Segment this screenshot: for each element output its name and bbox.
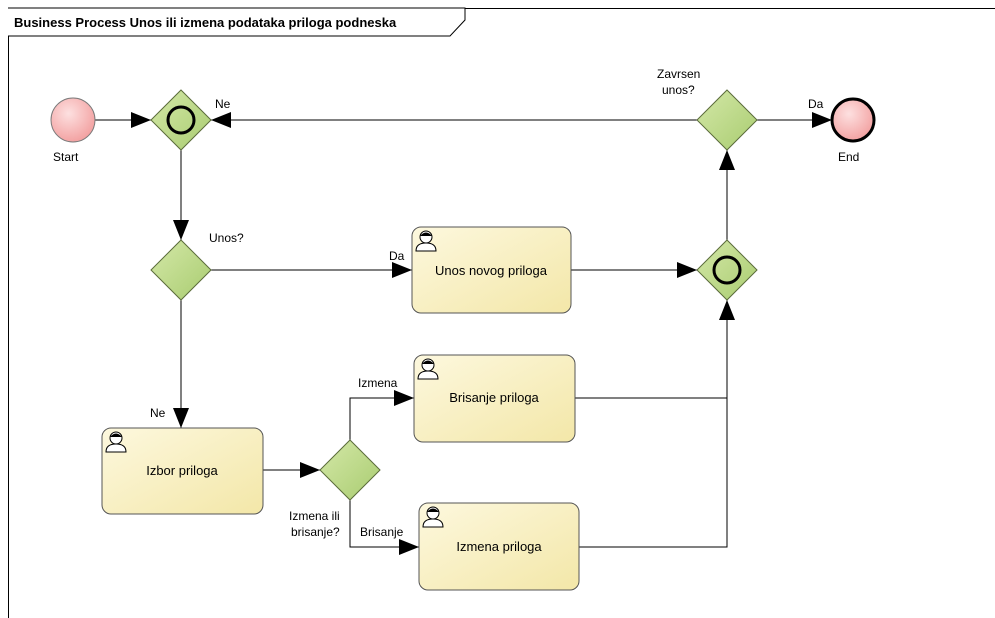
task-izmena-label: Izmena priloga xyxy=(456,539,542,554)
task-unos-label: Unos novog priloga xyxy=(435,263,548,278)
izmena-brisanje-label-2: brisanje? xyxy=(291,525,340,539)
task-brisanje-priloga[interactable]: Brisanje priloga xyxy=(413,354,576,443)
zavrsen-gateway[interactable] xyxy=(696,89,758,151)
flow-label-ne-izbor: Ne xyxy=(150,406,166,420)
flow-label-izmena: Izmena xyxy=(358,376,398,390)
task-izbor-label: Izbor priloga xyxy=(146,463,218,478)
flow-label-da-end: Da xyxy=(808,97,824,111)
izmena-brisanje-gateway[interactable] xyxy=(319,439,381,501)
end-event[interactable] xyxy=(830,97,876,143)
unos-gateway[interactable] xyxy=(150,239,212,301)
user-icon xyxy=(422,506,444,528)
diagram-frame xyxy=(8,8,995,618)
start-label: Start xyxy=(53,150,79,164)
flow-label-da-unos: Da xyxy=(389,249,405,263)
flow-brisanje xyxy=(349,500,419,555)
user-icon xyxy=(415,230,437,252)
task-izbor-priloga[interactable]: Izbor priloga xyxy=(101,427,264,515)
unos-question-label: Unos? xyxy=(209,231,244,245)
flow-izmena xyxy=(349,390,414,440)
flow-izmena-to-join xyxy=(579,300,735,548)
task-brisanje-label: Brisanje priloga xyxy=(449,390,539,405)
start-event[interactable] xyxy=(50,97,96,143)
user-icon xyxy=(417,358,439,380)
title-tab xyxy=(8,7,466,37)
zavrsen-label-1: Zavrsen xyxy=(657,67,700,81)
flow-label-ne-loop: Ne xyxy=(215,97,231,111)
diagram-title: Business Process Unos ili izmena podatak… xyxy=(14,15,397,30)
join-gateway[interactable] xyxy=(696,239,758,301)
zavrsen-label-2: unos? xyxy=(662,83,695,97)
task-izmena-priloga[interactable]: Izmena priloga xyxy=(418,502,580,591)
flow-label-brisanje: Brisanje xyxy=(360,525,404,539)
merge-gateway[interactable] xyxy=(150,89,212,151)
end-label: End xyxy=(838,150,859,164)
user-icon xyxy=(105,431,127,453)
izmena-brisanje-label-1: Izmena ili xyxy=(289,509,340,523)
task-unos-novog-priloga[interactable]: Unos novog priloga xyxy=(411,226,572,314)
